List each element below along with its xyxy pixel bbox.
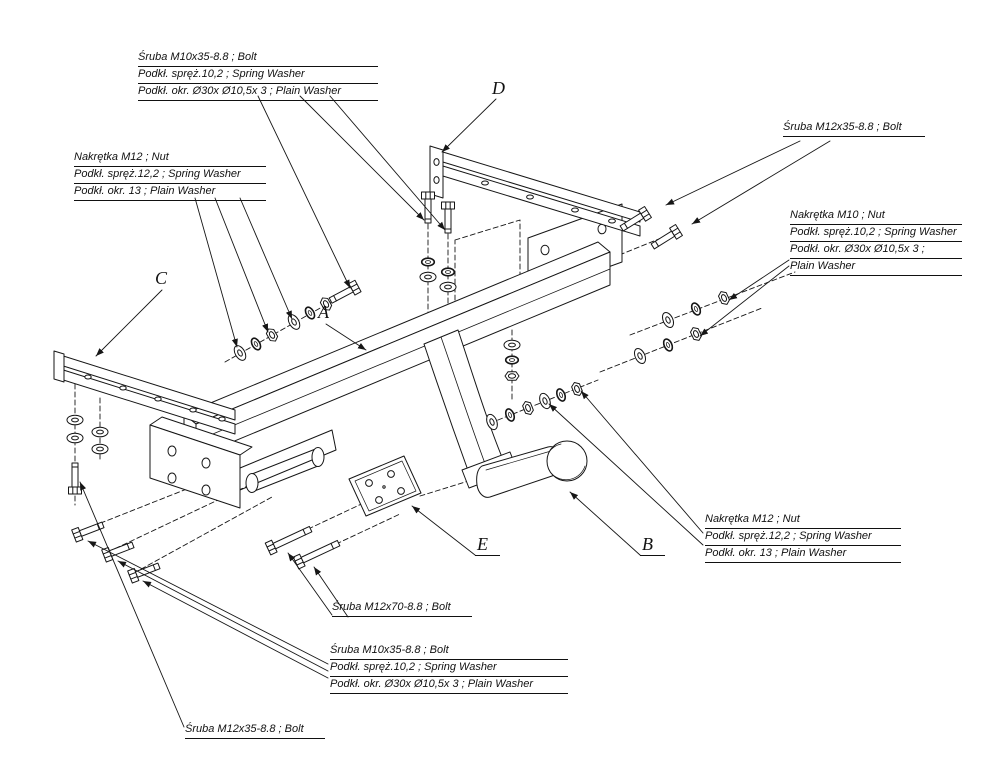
leader-lines [79,95,831,728]
callout-line: Śruba M10x35-8.8 ; Bolt [330,643,568,660]
callout-line: Plain Washer [790,259,962,276]
callout-bolt-m12x70: Śruba M12x70-8.8 ; Bolt [332,600,472,617]
towball-b [476,440,588,498]
callout-line: Podkł. spręż.10,2 ; Spring Washer [138,67,378,84]
callout-nut-m10-right: Nakrętka M10 ; Nut Podkł. spręż.10,2 ; S… [790,208,962,276]
callout-bolt-m10-bottom: Śruba M10x35-8.8 ; Bolt Podkł. spręż.10,… [330,643,568,694]
part-letter-c: C [155,268,168,288]
callout-line: Podkł. okr. Ø30x Ø10,5x 3 ; Plain Washer [330,677,568,694]
callout-line: Podkł. spręż.12,2 ; Spring Washer [705,529,901,546]
fixing-plate-e [348,455,422,517]
crossbar-beam-a [183,241,611,458]
construction-lines [74,191,796,574]
callout-line: Podkł. okr. Ø30x Ø10,5x 3 ; [790,242,962,259]
callout-line: Śruba M12x70-8.8 ; Bolt [332,600,472,617]
callout-line: Podkł. spręż.12,2 ; Spring Washer [74,167,266,184]
callout-line: Podkł. okr. 13 ; Plain Washer [74,184,266,201]
callout-line: Śruba M12x35-8.8 ; Bolt [185,722,325,739]
callout-bolt-m10-top: Śruba M10x35-8.8 ; Bolt Podkł. spręż.10,… [138,50,378,101]
part-letter-a: A [318,302,329,322]
callout-line: Śruba M12x35-8.8 ; Bolt [783,120,925,137]
part-letter-e: E [475,534,500,556]
callout-nut-m12-right: Nakrętka M12 ; Nut Podkł. spręż.12,2 ; S… [705,512,901,563]
callout-line: Podkł. spręż.10,2 ; Spring Washer [790,225,962,242]
callout-line: Nakrętka M12 ; Nut [705,512,901,529]
callout-line: Nakrętka M12 ; Nut [74,150,266,167]
callout-line: Podkł. okr. Ø30x Ø10,5x 3 ; Plain Washer [138,84,378,101]
part-letter-b: B [640,534,665,556]
part-letter-d: D [492,78,505,98]
callout-line: Podkł. spręż.10,2 ; Spring Washer [330,660,568,677]
callout-line: Podkł. okr. 13 ; Plain Washer [705,546,901,563]
callout-line: Śruba M10x35-8.8 ; Bolt [138,50,378,67]
left-rail-c [53,350,236,435]
left-bracket [149,416,337,509]
callout-nut-m12-left: Nakrętka M12 ; Nut Podkł. spręż.12,2 ; S… [74,150,266,201]
callout-line: Nakrętka M10 ; Nut [790,208,962,225]
callout-bolt-m12x35-bottom: Śruba M12x35-8.8 ; Bolt [185,722,325,739]
top-bracket-d [429,145,641,237]
callout-bolt-m12x35-top-right: Śruba M12x35-8.8 ; Bolt [783,120,925,137]
